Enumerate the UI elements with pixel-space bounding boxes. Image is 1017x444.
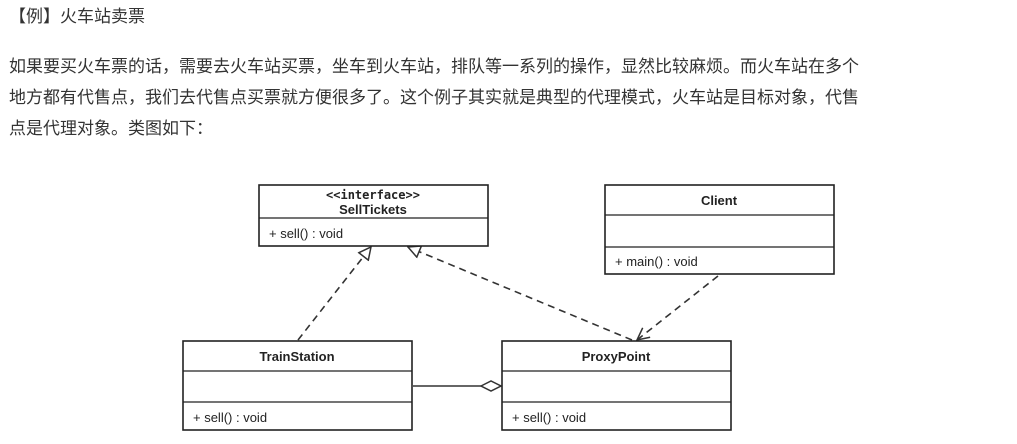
selltickets-operation: + sell() : void: [269, 226, 343, 241]
paragraph-line-1: 如果要买火车票的话，需要去火车站买票，坐车到火车站，排队等一系列的操作，显然比较…: [9, 57, 859, 77]
dependency-client-proxypoint: [637, 275, 719, 340]
class-proxypoint: ProxyPoint + sell() : void: [501, 340, 732, 431]
class-selltickets: <<interface>> SellTickets + sell() : voi…: [258, 184, 489, 247]
trainstation-name: TrainStation: [259, 349, 334, 364]
example-heading: 【例】火车站卖票: [9, 7, 145, 27]
selltickets-stereotype: <<interface>>: [326, 188, 420, 202]
proxypoint-name: ProxyPoint: [582, 349, 651, 364]
proxypoint-operation: + sell() : void: [512, 410, 586, 425]
class-trainstation: TrainStation + sell() : void: [182, 340, 413, 431]
realization-trainstation-selltickets: [297, 247, 371, 341]
trainstation-operation: + sell() : void: [193, 410, 267, 425]
client-operation: + main() : void: [615, 254, 698, 269]
paragraph-line-3: 点是代理对象。类图如下：: [9, 119, 213, 139]
client-name: Client: [701, 193, 738, 208]
paragraph-line-2: 地方都有代售点，我们去代售点买票就方便很多了。这个例子其实就是典型的代理模式，火…: [9, 88, 859, 108]
selltickets-name: SellTickets: [339, 202, 407, 217]
class-client: Client + main() : void: [604, 184, 835, 275]
description-paragraph: 如果要买火车票的话，需要去火车站买票，坐车到火车站，排队等一系列的操作，显然比较…: [9, 52, 1013, 145]
realization-proxypoint-selltickets: [408, 247, 633, 341]
